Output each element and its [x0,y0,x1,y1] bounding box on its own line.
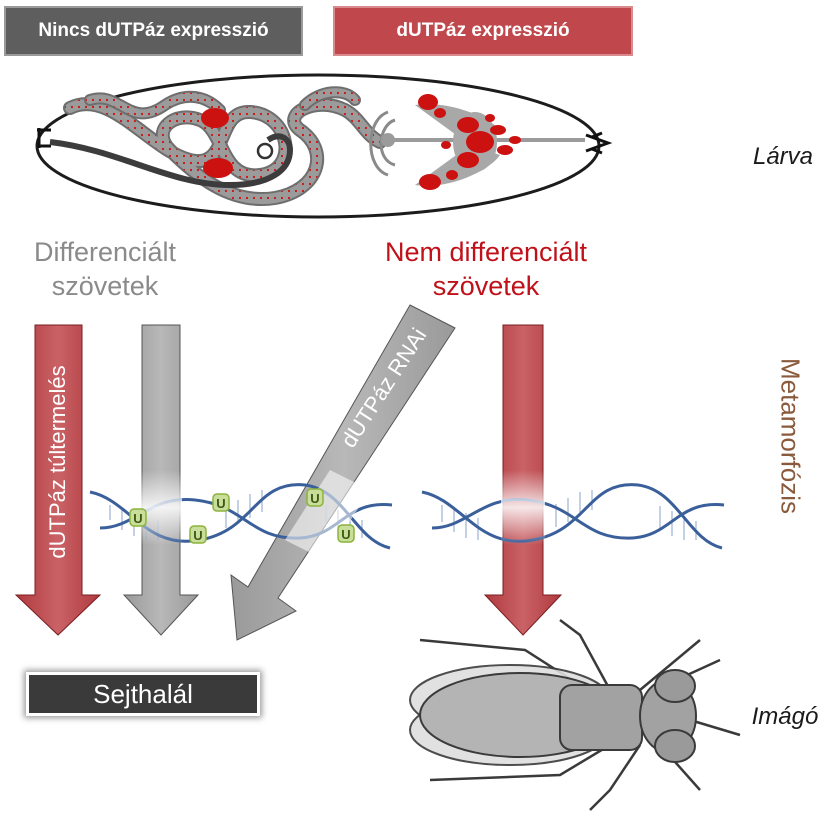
uracil-marker: U [337,524,355,543]
svg-text:U: U [216,496,225,511]
nerve-bracket [379,118,396,167]
fat-body-organ [203,158,233,178]
larva-drawing [35,73,613,219]
arrow-fade-differentiated [140,470,182,545]
salivary-organ [201,108,229,128]
uracil-marker: U [212,493,230,512]
overexpression-arrow [14,324,102,636]
metamorphosis-stage-label: Metamorfózis [775,357,806,515]
undifferentiated-tissues-label: Nem differenciált szövetek [384,237,588,301]
fly-thorax [559,684,643,751]
adult-stage-label: Imágó [751,703,819,730]
uracil-marker: U [129,508,147,527]
posterior-spiracles [585,131,613,155]
uracil-marker: U [306,488,324,507]
larva-ring [256,142,274,160]
fly-eye-top [654,669,696,703]
cell-death-box: Sejthalál [26,672,260,716]
svg-text:U: U [341,527,350,542]
rnai-arrow [230,304,456,641]
dna-helix-right [421,483,725,550]
uracil-markers: U U U U U [129,488,355,544]
uracil-marker: U [189,525,207,544]
larva-trachea [49,133,294,189]
larva-stage-label: Lárva [752,143,814,170]
arrow-fade-undifferentiated [501,470,545,545]
overexpression-text: dUTPáz túltermelés [45,365,70,559]
mouth-hooks-left [37,128,51,148]
svg-text:U: U [310,491,319,506]
fly-eye-bottom [654,729,696,763]
imaginal-discs [418,94,521,190]
arrow-fade-rnai [285,470,370,560]
svg-text:U: U [133,511,142,526]
differentiated-tissues-label: Differenciált szövetek [33,237,177,301]
no-expression-label: Nincs dUTPáz expresszió [4,6,303,56]
svg-text:U: U [193,528,202,543]
adult-fly-drawing [409,619,741,811]
expression-label: dUTPáz expresszió [333,6,633,56]
brain-lobe [381,133,395,147]
